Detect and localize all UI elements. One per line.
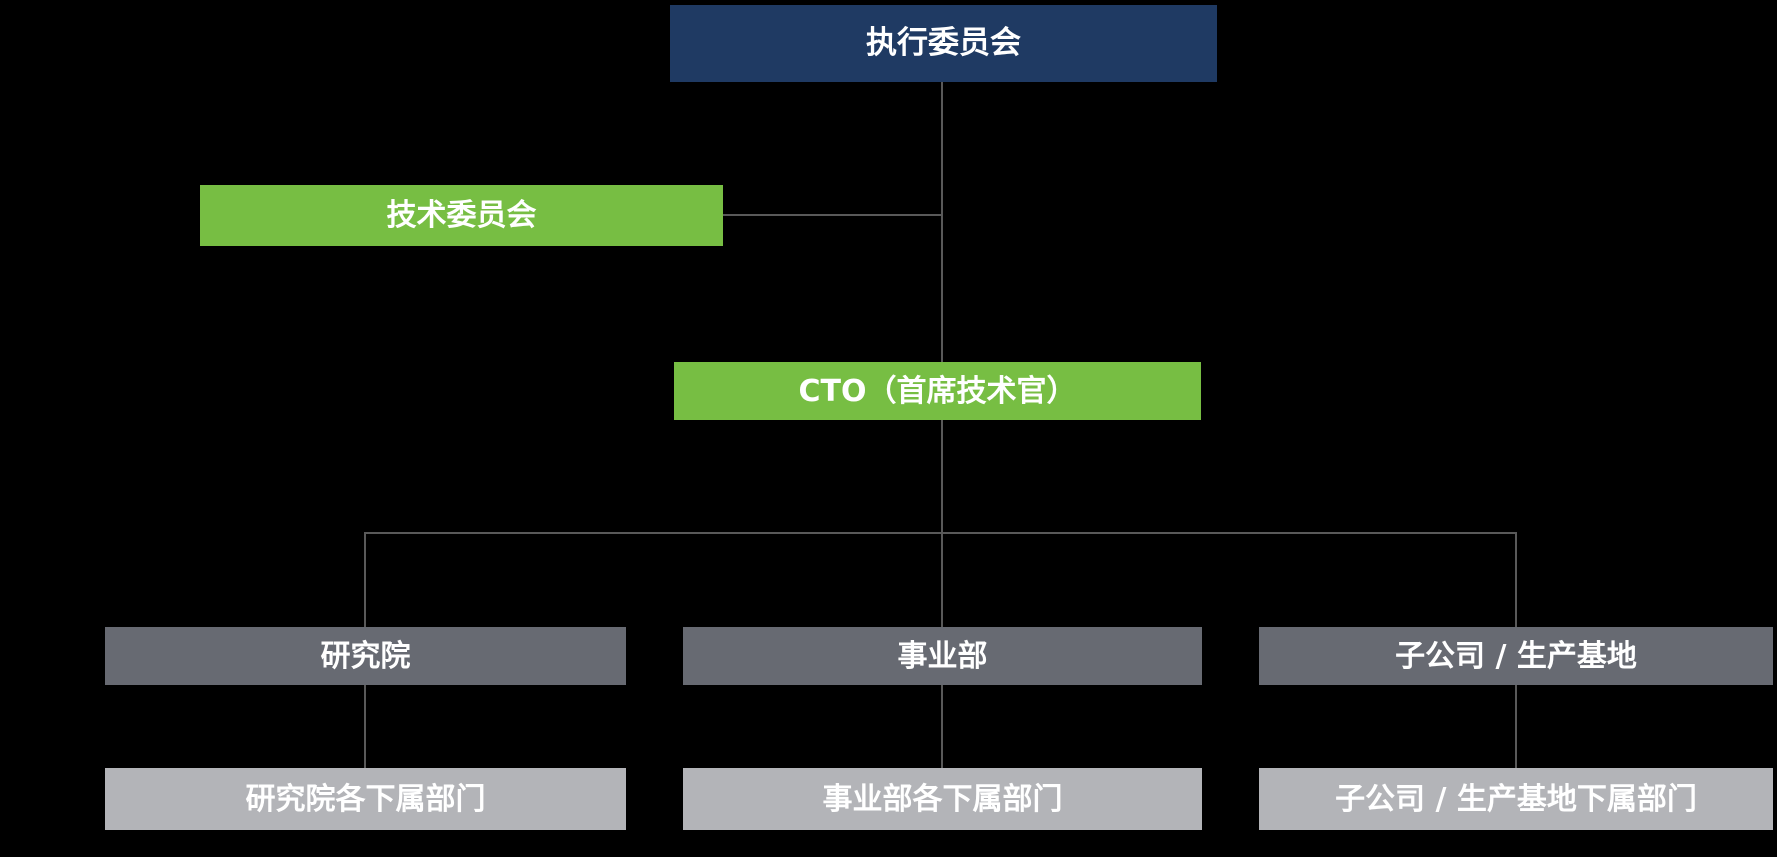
node-business-division: 事业部: [683, 627, 1202, 685]
node-subsidiary-sub: 子公司 / 生产基地下属部门: [1259, 768, 1773, 830]
connector-drop-subsidiary: [1515, 532, 1517, 627]
node-research-institute-label: 研究院: [320, 638, 411, 674]
connector-subsidiary-to-sub: [1515, 685, 1517, 768]
connector-drop-business: [941, 532, 943, 627]
connector-cto-to-bus: [941, 420, 943, 533]
node-business-division-sub-label: 事业部各下属部门: [822, 781, 1063, 817]
connector-horizontal-bus: [364, 532, 1517, 534]
node-cto: CTO（首席技术官）: [674, 362, 1201, 420]
node-subsidiary-sub-label: 子公司 / 生产基地下属部门: [1335, 781, 1697, 817]
node-subsidiary-label: 子公司 / 生产基地: [1395, 638, 1637, 674]
node-executive-committee: 执行委员会: [670, 5, 1217, 82]
connector-research-to-sub: [364, 685, 366, 768]
node-subsidiary: 子公司 / 生产基地: [1259, 627, 1773, 685]
node-technology-committee-label: 技术委员会: [386, 198, 537, 233]
connector-drop-research: [364, 532, 366, 627]
node-executive-committee-label: 执行委员会: [866, 25, 1021, 62]
connector-business-to-sub: [941, 685, 943, 768]
node-research-institute-sub-label: 研究院各下属部门: [245, 781, 486, 817]
node-business-division-sub: 事业部各下属部门: [683, 768, 1202, 830]
connector-exec-to-cto: [941, 82, 943, 362]
node-technology-committee: 技术委员会: [200, 185, 723, 246]
node-research-institute: 研究院: [105, 627, 626, 685]
node-research-institute-sub: 研究院各下属部门: [105, 768, 626, 830]
node-cto-label: CTO（首席技术官）: [798, 373, 1077, 409]
connector-tech-committee-branch: [723, 214, 942, 216]
node-business-division-label: 事业部: [897, 638, 988, 674]
